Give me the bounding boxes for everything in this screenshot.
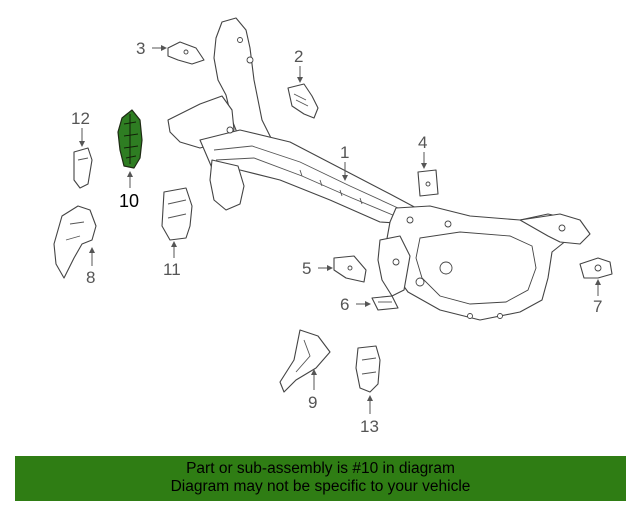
callout-10[interactable]: 10 <box>119 191 139 211</box>
part-11-deflector[interactable] <box>161 187 193 241</box>
info-banner: Part or sub-assembly is #10 in diagram D… <box>15 456 626 501</box>
part-10-selected[interactable] <box>117 109 143 169</box>
callout-9[interactable]: 9 <box>308 393 317 412</box>
callout-4[interactable]: 4 <box>418 133 427 152</box>
banner-line-2: Diagram may not be specific to your vehi… <box>170 478 471 495</box>
part-5-bracket[interactable] <box>333 255 367 283</box>
callout-2[interactable]: 2 <box>294 47 303 66</box>
banner-line-1: Part or sub-assembly is #10 in diagram <box>186 460 455 477</box>
callout-7[interactable]: 7 <box>593 297 602 316</box>
callout-3[interactable]: 3 <box>136 39 145 58</box>
parts-diagram: 1 2 3 4 5 6 7 8 9 10 11 12 13 <box>53 17 613 436</box>
callout-8[interactable]: 8 <box>86 268 95 287</box>
callout-12[interactable]: 12 <box>71 109 90 128</box>
part-6-bracket[interactable] <box>371 295 399 311</box>
part-8-side-member[interactable] <box>53 205 97 279</box>
part-2-bracket[interactable] <box>287 83 319 119</box>
part-7-bracket[interactable] <box>579 257 613 279</box>
part-12-bracket[interactable] <box>73 147 93 189</box>
callout-13[interactable]: 13 <box>360 417 379 436</box>
part-13-bracket[interactable] <box>355 345 381 393</box>
part-4-bracket[interactable] <box>417 169 439 197</box>
part-3-bracket[interactable] <box>167 41 205 65</box>
callout-5[interactable]: 5 <box>302 259 311 278</box>
part-1-radiator-support[interactable] <box>167 17 591 321</box>
part-9-bracket[interactable] <box>279 329 331 393</box>
callout-1[interactable]: 1 <box>340 143 349 162</box>
callout-6[interactable]: 6 <box>340 295 349 314</box>
callout-11[interactable]: 11 <box>163 260 181 279</box>
